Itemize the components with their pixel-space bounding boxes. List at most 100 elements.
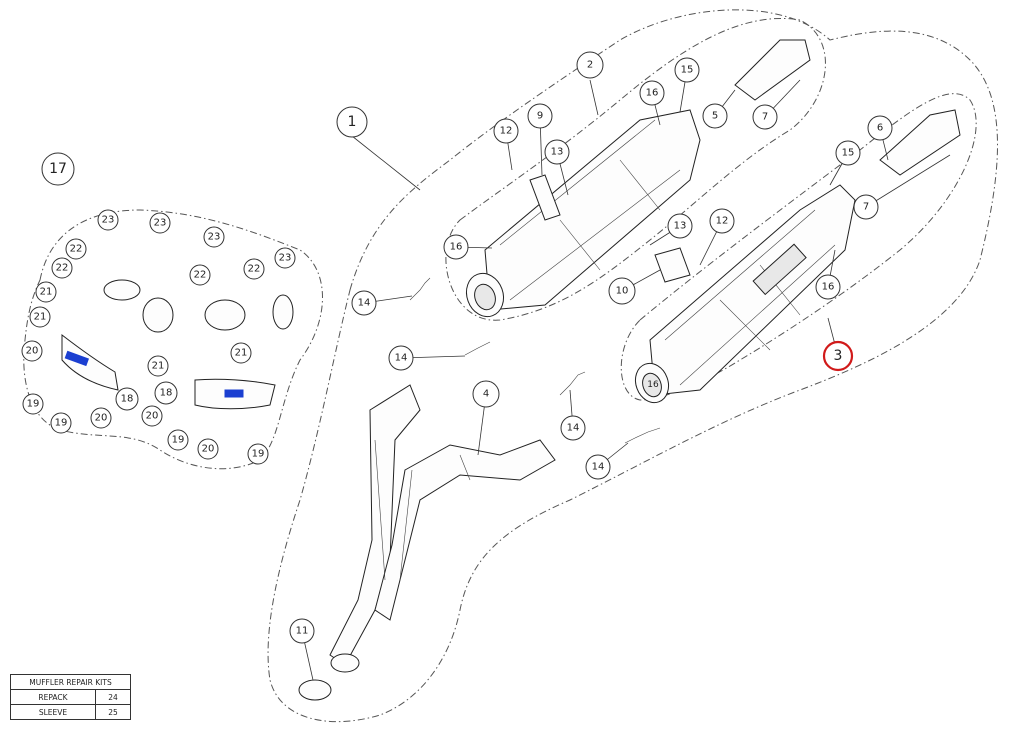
svg-text:16: 16 bbox=[646, 88, 659, 99]
callout-21b: 21 bbox=[29, 306, 51, 328]
callout-23a: 23 bbox=[97, 209, 119, 231]
svg-text:13: 13 bbox=[551, 147, 564, 158]
kit-code: 24 bbox=[95, 689, 131, 705]
group-boundary-3 bbox=[620, 93, 977, 401]
svg-text:23: 23 bbox=[208, 232, 221, 243]
callout-16b: 16 bbox=[443, 234, 469, 260]
tail-pipe-lower bbox=[879, 109, 961, 176]
svg-text:14: 14 bbox=[567, 423, 580, 434]
svg-text:17: 17 bbox=[49, 161, 67, 177]
callout-13a: 13 bbox=[544, 139, 570, 165]
lower-muffler bbox=[634, 184, 856, 404]
spring-4 bbox=[624, 427, 661, 444]
svg-text:15: 15 bbox=[842, 148, 855, 159]
callout-18a: 18 bbox=[115, 387, 139, 411]
svg-text:1: 1 bbox=[348, 114, 357, 130]
callout-15a: 15 bbox=[674, 57, 700, 83]
svg-text:10: 10 bbox=[616, 286, 629, 297]
svg-text:9: 9 bbox=[537, 111, 543, 122]
callout-18b: 18 bbox=[154, 381, 178, 405]
svg-text:18: 18 bbox=[121, 394, 134, 405]
callout-16c: 16 bbox=[815, 274, 841, 300]
muffler-repair-kits-table: MUFFLER REPAIR KITS REPACK 24 SLEEVE 25 bbox=[10, 674, 131, 720]
callout-19d: 19 bbox=[247, 443, 269, 465]
svg-text:14: 14 bbox=[395, 353, 408, 364]
callout-9: 9 bbox=[527, 103, 553, 129]
svg-text:21: 21 bbox=[235, 348, 248, 359]
svg-text:12: 12 bbox=[716, 216, 729, 227]
spring-2 bbox=[464, 341, 491, 356]
svg-text:13: 13 bbox=[674, 221, 687, 232]
callout-4: 4 bbox=[472, 380, 500, 408]
svg-text:21: 21 bbox=[40, 287, 53, 298]
callout-23b: 23 bbox=[149, 212, 171, 234]
callout-7b: 7 bbox=[853, 194, 879, 220]
svg-text:16: 16 bbox=[647, 380, 659, 390]
callout-19a: 19 bbox=[22, 393, 44, 415]
group-boundary-2 bbox=[445, 18, 826, 321]
svg-text:16: 16 bbox=[450, 242, 463, 253]
svg-text:3: 3 bbox=[834, 348, 843, 364]
table-row: SLEEVE 25 bbox=[10, 704, 131, 720]
callout-23d: 23 bbox=[274, 247, 296, 269]
svg-text:16: 16 bbox=[822, 282, 835, 293]
svg-text:4: 4 bbox=[483, 389, 489, 400]
callout-22d: 22 bbox=[243, 258, 265, 280]
callout-14d: 14 bbox=[585, 454, 611, 480]
tail-pipe-upper bbox=[734, 39, 811, 101]
callout-21c: 21 bbox=[147, 355, 169, 377]
callout-3: 3 bbox=[822, 340, 854, 372]
callout-20d: 20 bbox=[197, 438, 219, 460]
svg-text:22: 22 bbox=[194, 270, 207, 281]
spring-3 bbox=[559, 371, 586, 396]
callout-16a: 16 bbox=[639, 80, 665, 106]
svg-text:2: 2 bbox=[587, 60, 593, 71]
callout-2: 2 bbox=[576, 51, 604, 79]
svg-text:20: 20 bbox=[95, 413, 108, 424]
svg-text:21: 21 bbox=[34, 312, 47, 323]
callout-12b: 12 bbox=[709, 208, 735, 234]
svg-text:11: 11 bbox=[296, 626, 309, 637]
callout-13b: 13 bbox=[667, 213, 693, 239]
callout-14a: 14 bbox=[351, 290, 377, 316]
callout-6: 6 bbox=[867, 115, 893, 141]
callout-14c: 14 bbox=[560, 415, 586, 441]
svg-text:19: 19 bbox=[172, 435, 185, 446]
svg-text:19: 19 bbox=[55, 418, 68, 429]
svg-text:20: 20 bbox=[146, 411, 159, 422]
svg-text:12: 12 bbox=[500, 126, 513, 137]
callout-7a: 7 bbox=[752, 104, 778, 130]
callout-21d: 21 bbox=[230, 342, 252, 364]
heat-shield-left bbox=[61, 333, 119, 391]
svg-text:22: 22 bbox=[248, 264, 261, 275]
svg-text:22: 22 bbox=[70, 244, 83, 255]
callout-20a: 20 bbox=[21, 340, 43, 362]
callout-12a: 12 bbox=[493, 118, 519, 144]
svg-text:14: 14 bbox=[358, 298, 371, 309]
upper-muffler bbox=[465, 109, 701, 318]
callout-23c: 23 bbox=[203, 226, 225, 248]
svg-text:15: 15 bbox=[681, 65, 694, 76]
leader-lines bbox=[301, 69, 951, 681]
svg-text:23: 23 bbox=[102, 215, 115, 226]
svg-text:21: 21 bbox=[152, 361, 165, 372]
callout-17: 17 bbox=[41, 152, 75, 186]
callout-16d: 16 bbox=[647, 380, 659, 390]
svg-text:22: 22 bbox=[56, 263, 69, 274]
spring-1 bbox=[409, 277, 431, 301]
svg-text:20: 20 bbox=[202, 444, 215, 455]
svg-text:6: 6 bbox=[877, 123, 883, 134]
kit-code: 25 bbox=[95, 704, 131, 720]
table-row: REPACK 24 bbox=[10, 689, 131, 705]
svg-text:23: 23 bbox=[279, 253, 292, 264]
svg-text:5: 5 bbox=[712, 111, 718, 122]
bracket-10 bbox=[654, 247, 691, 283]
kit-name: REPACK bbox=[10, 689, 96, 705]
table-title: MUFFLER REPAIR KITS bbox=[10, 674, 131, 690]
clamp bbox=[298, 679, 332, 701]
svg-text:7: 7 bbox=[762, 112, 768, 123]
svg-text:18: 18 bbox=[160, 388, 173, 399]
callout-21a: 21 bbox=[35, 281, 57, 303]
callout-22a: 22 bbox=[65, 238, 87, 260]
